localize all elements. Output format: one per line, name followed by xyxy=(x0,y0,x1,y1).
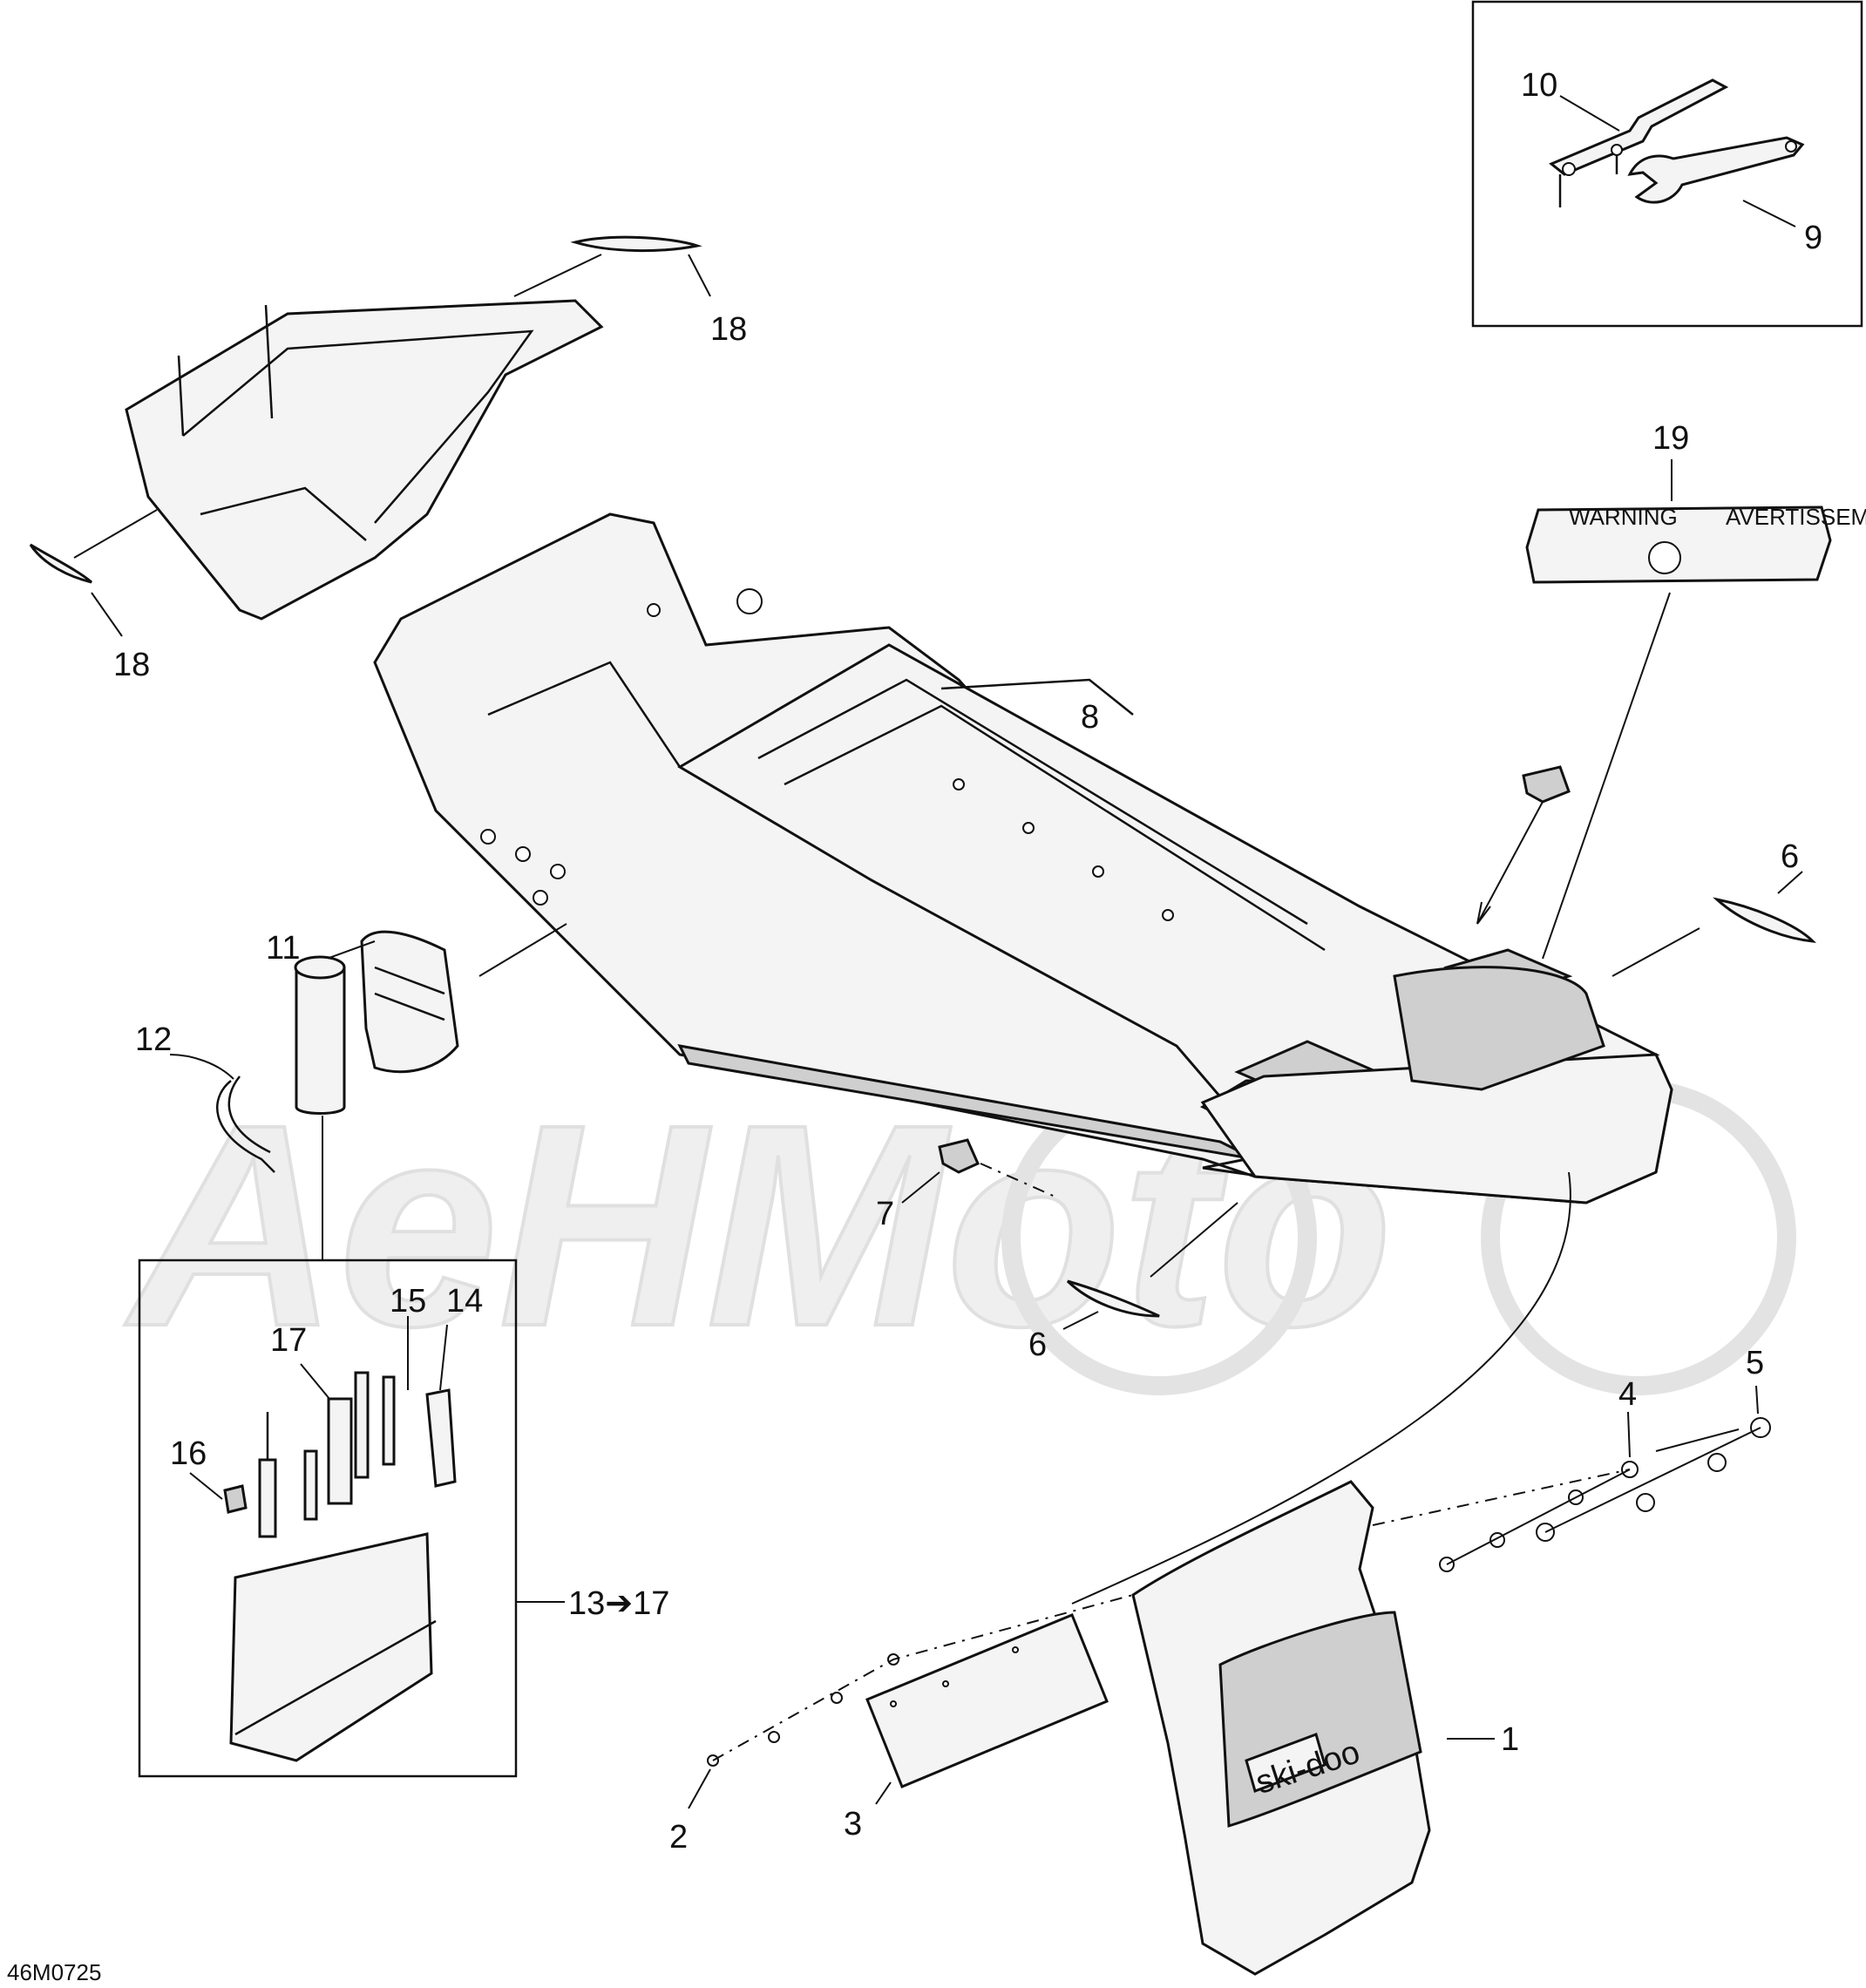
callout-3: 3 xyxy=(844,1806,862,1842)
backing-plate-3: 3 xyxy=(844,1613,1109,1842)
warning-label-heading-left: WARNING xyxy=(1569,504,1678,530)
trim-6-bottom xyxy=(1066,1279,1160,1318)
snow-flap-1: ski-doo 1 xyxy=(1131,1480,1519,1976)
socket-wrench-14 xyxy=(425,1388,457,1488)
callout-9: 9 xyxy=(1804,220,1822,256)
callout-19: 19 xyxy=(1652,420,1689,457)
warning-label-heading-right: AVERTISSEMENT xyxy=(1726,504,1866,530)
callout-10: 10 xyxy=(1521,67,1557,104)
callout-6-right: 6 xyxy=(1781,838,1799,875)
tool-inset: 10 9 xyxy=(1471,0,1863,328)
fasteners-4-5: 4 5 xyxy=(1372,1345,1771,1572)
rear-bumper-assembly xyxy=(1200,966,1673,1204)
callout-1: 1 xyxy=(1501,1721,1519,1758)
seal-strip-18-top xyxy=(570,235,702,253)
part-8-clip xyxy=(1522,765,1571,804)
callout-17: 17 xyxy=(270,1322,307,1359)
tool-kit-box: 16 17 15 14 13➔17 xyxy=(138,1259,669,1778)
callout-11: 11 xyxy=(266,930,300,967)
warning-label-19: WARNING AVERTISSEMENT 19 xyxy=(1525,420,1866,960)
tool-tube xyxy=(294,955,346,1259)
spark-plug-gauge xyxy=(303,1449,318,1521)
spark-plug-socket xyxy=(327,1397,353,1505)
tool-kit-frame xyxy=(138,1259,518,1778)
callout-15: 15 xyxy=(390,1283,426,1320)
part-7-clip xyxy=(938,1138,980,1174)
drawing-code: 46M0725 xyxy=(7,1959,101,1985)
tool-inset-frame xyxy=(1471,0,1863,328)
assembly-line xyxy=(1071,1171,1571,1605)
callout-16: 16 xyxy=(170,1435,207,1472)
clip-16 xyxy=(223,1484,248,1514)
callout-14: 14 xyxy=(446,1283,483,1320)
callout-8: 8 xyxy=(1081,699,1099,736)
callout-18-top: 18 xyxy=(710,311,747,348)
rivets-2: 2 xyxy=(669,1594,1134,1856)
rear-storage-tray xyxy=(125,299,604,621)
trim-6-right xyxy=(1713,897,1817,943)
callout-7: 7 xyxy=(876,1196,894,1232)
callout-13-17: 13➔17 xyxy=(568,1585,669,1622)
wrench-pair xyxy=(354,1371,396,1479)
strap-12: 12 xyxy=(135,1021,275,1173)
spanner-wrench-9 xyxy=(1627,136,1805,204)
callout-18-left: 18 xyxy=(113,647,150,683)
spring-adjuster-tool-10 xyxy=(1549,78,1729,207)
callout-6-bottom: 6 xyxy=(1028,1326,1047,1363)
callout-4: 4 xyxy=(1618,1376,1637,1413)
callout-12: 12 xyxy=(135,1021,172,1058)
screwdriver xyxy=(258,1412,277,1538)
callout-2: 2 xyxy=(669,1819,688,1856)
callout-5: 5 xyxy=(1746,1345,1764,1381)
seal-strip-18-left xyxy=(29,543,92,584)
tool-case-11: 11 xyxy=(266,923,567,1074)
